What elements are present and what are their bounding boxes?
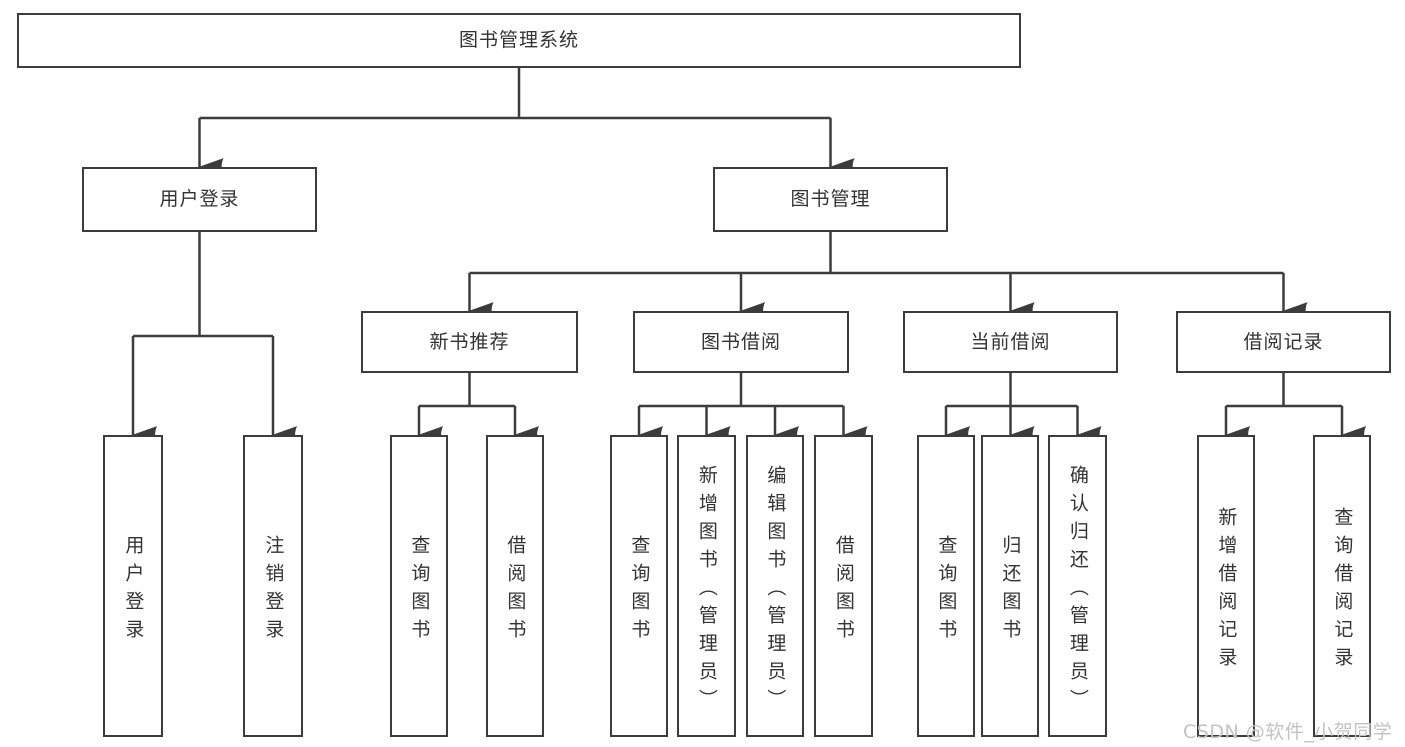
- node-book-management: 图书管理: [713, 167, 948, 232]
- leaf-label: 注销登录: [262, 534, 285, 647]
- leaf-label: 确认归还（管理员）: [1066, 464, 1089, 717]
- leaf-borrow-books-recommend: 借阅图书: [486, 435, 544, 737]
- leaf-label: 用户登录: [122, 534, 145, 647]
- leaf-label: 查询图书: [628, 534, 651, 647]
- leaf-label: 新增图书（管理员）: [695, 464, 718, 717]
- leaf-edit-books-admin: 编辑图书（管理员）: [746, 435, 804, 737]
- node-current-borrowing: 当前借阅: [903, 311, 1118, 373]
- node-borrowing-records: 借阅记录: [1176, 311, 1391, 373]
- leaf-add-borrow-record: 新增借阅记录: [1197, 435, 1255, 737]
- node-user-login: 用户登录: [82, 167, 317, 232]
- watermark: CSDN @软件_小贺同学: [1183, 721, 1393, 743]
- node-library-management-system: 图书管理系统: [17, 13, 1021, 68]
- leaf-confirm-return-admin: 确认归还（管理员）: [1048, 435, 1107, 737]
- node-new-book-recommendation: 新书推荐: [361, 311, 578, 373]
- leaf-label: 查询借阅记录: [1331, 506, 1354, 675]
- leaf-borrow-books-borrowing: 借阅图书: [814, 435, 873, 737]
- leaf-label: 归还图书: [999, 534, 1022, 647]
- leaf-label: 编辑图书（管理员）: [764, 464, 787, 717]
- leaf-user-login: 用户登录: [103, 435, 163, 737]
- leaf-label: 查询图书: [935, 534, 958, 647]
- leaf-add-books-admin: 新增图书（管理员）: [677, 435, 736, 737]
- leaf-label: 新增借阅记录: [1215, 506, 1238, 675]
- node-book-borrowing: 图书借阅: [633, 311, 849, 373]
- leaf-query-borrow-record: 查询借阅记录: [1313, 435, 1371, 737]
- leaf-query-books-borrowing: 查询图书: [610, 435, 668, 737]
- leaf-label: 借阅图书: [504, 534, 527, 647]
- leaf-logout: 注销登录: [243, 435, 303, 737]
- leaf-label: 借阅图书: [832, 534, 855, 647]
- leaf-label: 查询图书: [408, 534, 431, 647]
- leaf-query-books-current: 查询图书: [917, 435, 975, 737]
- leaf-return-books: 归还图书: [981, 435, 1039, 737]
- leaf-query-books-recommend: 查询图书: [390, 435, 448, 737]
